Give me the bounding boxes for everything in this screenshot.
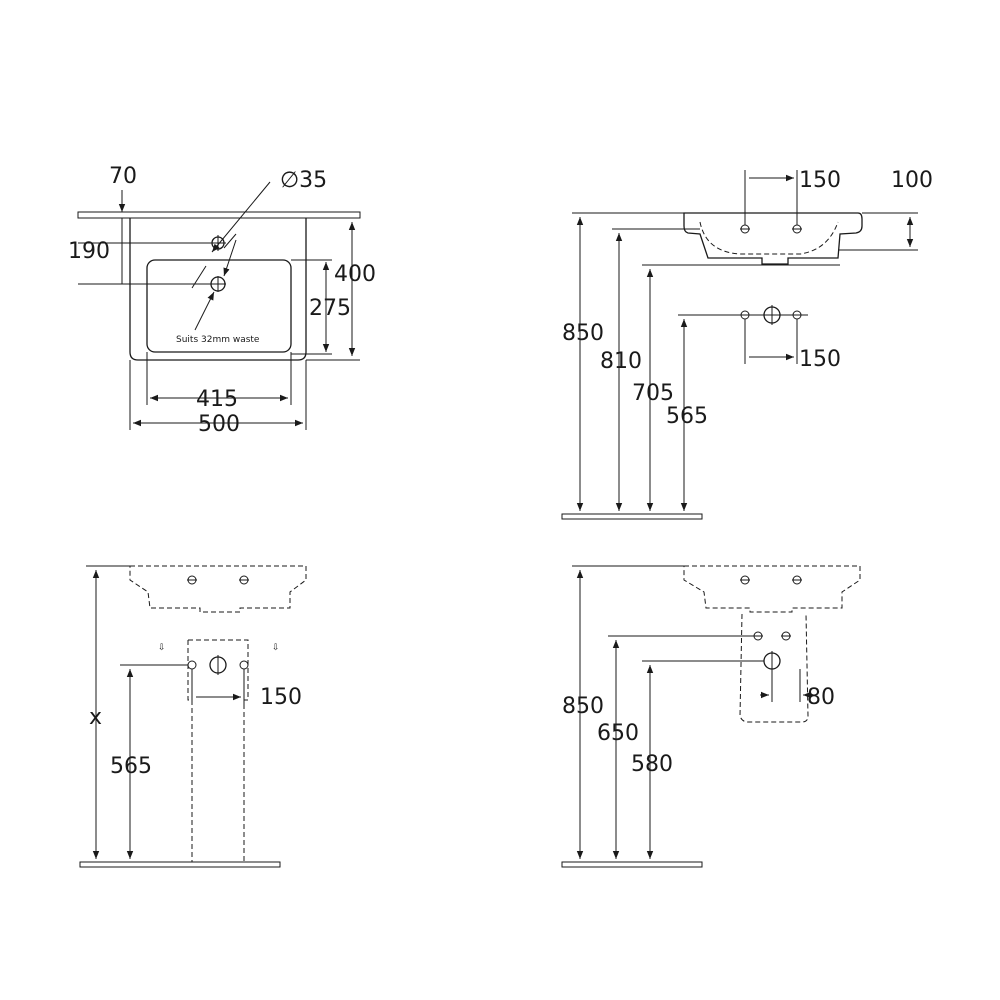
dim-500-label: 500 (198, 412, 240, 437)
pedestal-outline (187, 639, 249, 862)
waste-note: Suits 32mm waste (176, 335, 260, 345)
top-view: 70 ∅35 190 400 275 415 500 Suits 32mm wa… (68, 164, 376, 437)
side-view: 150 100 850 810 705 565 150 (561, 168, 933, 520)
side-basin-outline (683, 212, 863, 265)
dim-150-top-label: 150 (799, 168, 841, 193)
dim-650-label: 650 (597, 721, 639, 746)
semi-basin-outline (683, 565, 861, 613)
semi-floor (561, 861, 703, 868)
dim-565-label: 565 (666, 404, 708, 429)
side-floor (561, 513, 703, 520)
dim-705-label: 705 (632, 381, 674, 406)
dim-565-label: 565 (110, 754, 152, 779)
pedestal-basin-outline (129, 565, 307, 613)
dim-580-label: 580 (631, 752, 673, 777)
top-wall-ledge (77, 211, 361, 219)
dim-150-label: 150 (260, 685, 302, 710)
semi-pedestal-outline (739, 613, 809, 723)
dim-850-label: 850 (562, 321, 604, 346)
top-inner-bowl (146, 259, 292, 353)
semi-pedestal-view: 850 650 580 80 (561, 565, 861, 868)
dim-275-label: 275 (309, 296, 351, 321)
top-basin-outline (129, 218, 307, 361)
pedestal-floor (79, 861, 281, 868)
dim-810-label: 810 (600, 349, 642, 374)
arrow-down-icon: ⇩ (158, 643, 166, 653)
dim-dia35-label: ∅35 (280, 168, 327, 193)
pedestal-view: ⇩ ⇩ x 150 565 (79, 565, 307, 868)
dim-x-label: x (89, 705, 102, 730)
dim-70-label: 70 (109, 164, 137, 189)
dim-190-label: 190 (68, 239, 110, 264)
dim-415-label: 415 (196, 387, 238, 412)
dim-80-label: 80 (807, 685, 835, 710)
dim-850-label: 850 (562, 694, 604, 719)
dim-400-label: 400 (334, 262, 376, 287)
arrow-down-icon: ⇩ (272, 643, 280, 653)
dim-100-label: 100 (891, 168, 933, 193)
dim-150-mid-label: 150 (799, 347, 841, 372)
